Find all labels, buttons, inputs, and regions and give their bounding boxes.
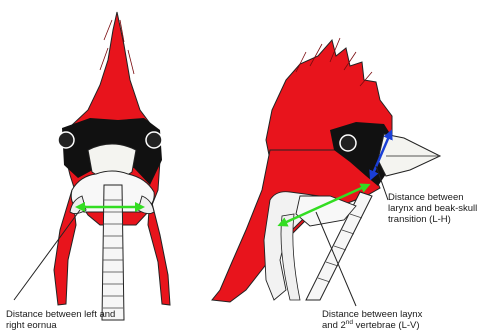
lh-label-line3: transition (L-H) xyxy=(388,214,494,225)
cornua-label-line1: Distance between left and xyxy=(6,309,176,320)
cornua-callout-line xyxy=(14,210,80,300)
front-trachea xyxy=(102,185,124,320)
front-view-cardinal xyxy=(14,12,170,320)
cornua-distance-label: Distance between left and right eornua xyxy=(6,309,176,331)
side-view-cardinal xyxy=(212,38,440,306)
lh-label-line1: Distance between xyxy=(388,192,494,203)
cornua-label-line2: right eornua xyxy=(6,320,176,331)
larynx-beak-distance-label: Distance between larynx and beak-skull t… xyxy=(388,192,494,225)
front-right-eye xyxy=(146,132,162,148)
lv-label-line2: and 2nd vertebrae (L-V) xyxy=(322,320,492,331)
lv-label-line2-post: vertebrae (L-V) xyxy=(353,320,420,331)
side-eye xyxy=(340,135,356,151)
lh-label-line2: larynx and beak-skull xyxy=(388,203,494,214)
larynx-vertebrae-distance-label: Distance between laynx and 2nd vertebrae… xyxy=(322,309,492,331)
lv-label-line2-pre: and 2 xyxy=(322,320,346,331)
front-left-eye xyxy=(58,132,74,148)
lv-label-line2-sup: nd xyxy=(346,319,353,326)
